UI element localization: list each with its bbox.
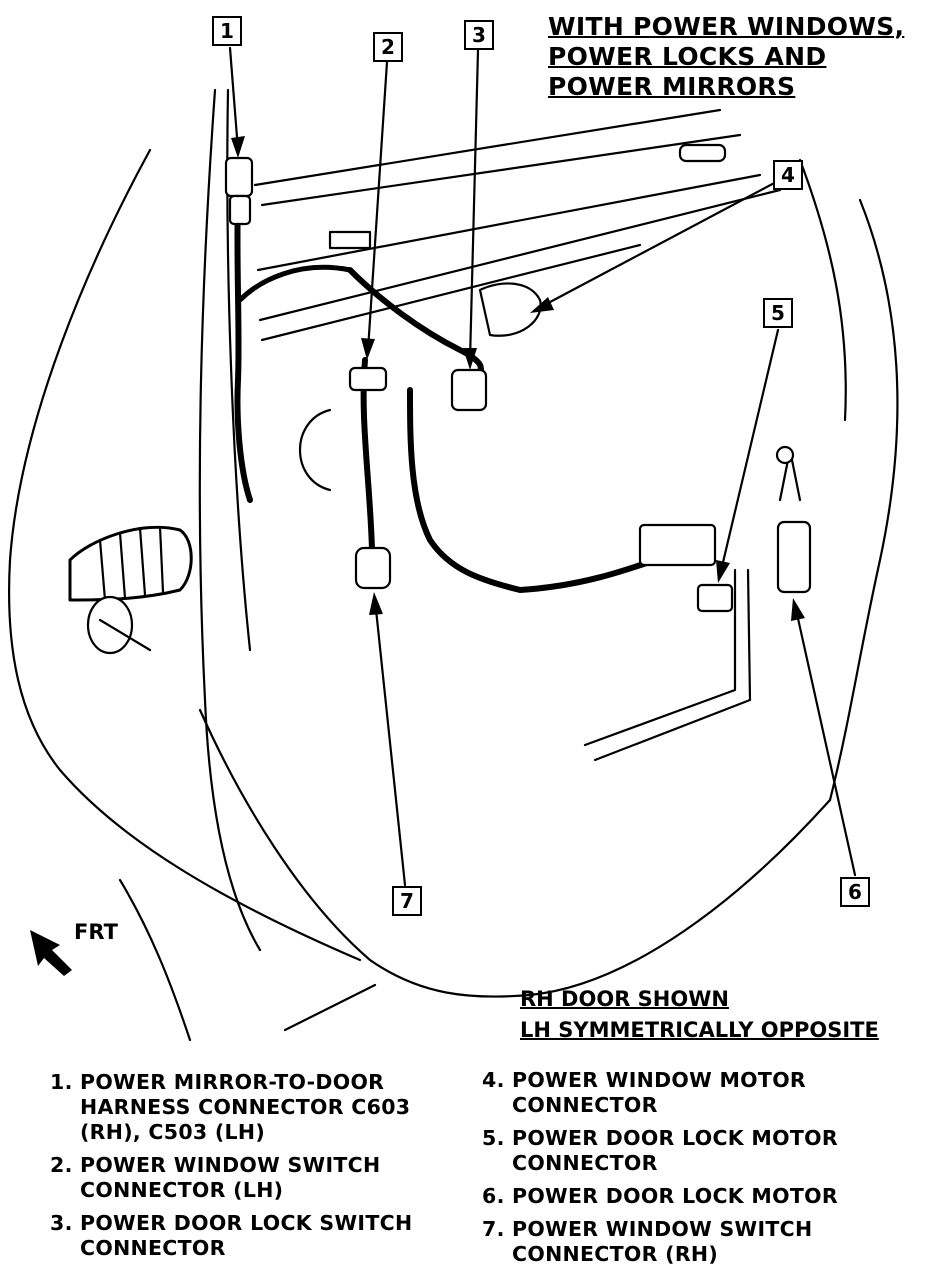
note-line-2: LH SYMMETRICALLY OPPOSITE	[520, 1018, 879, 1042]
legend-number: 4.	[482, 1068, 505, 1092]
connector-c603-body	[228, 194, 252, 226]
callout-3: 3	[464, 20, 494, 50]
legend-number: 5.	[482, 1126, 505, 1150]
title-line-3: POWER MIRRORS	[548, 72, 796, 101]
rail-clip	[678, 143, 727, 163]
legend-left: 1. POWER MIRROR-TO-DOOR HARNESS CONNECTO…	[50, 1070, 470, 1269]
door-note: RH DOOR SHOWN LH SYMMETRICALLY OPPOSITE	[520, 984, 879, 1046]
legend-number: 2.	[50, 1153, 73, 1177]
door-grommet-boot	[68, 525, 193, 602]
door-rear-inner	[798, 158, 847, 422]
mirror-harness	[234, 197, 253, 503]
arrowhead-4	[530, 297, 554, 313]
legend-right: 4. POWER WINDOW MOTOR CONNECTOR 5. POWER…	[482, 1068, 902, 1275]
legend-item: 5. POWER DOOR LOCK MOTOR CONNECTOR	[482, 1126, 902, 1176]
hinge-pin	[98, 618, 152, 652]
leader-7	[373, 598, 407, 887]
legend-text: POWER MIRROR-TO-DOOR HARNESS CONNECTOR C…	[80, 1070, 411, 1144]
lock-knob	[775, 445, 795, 465]
legend-item: 1. POWER MIRROR-TO-DOOR HARNESS CONNECTO…	[50, 1070, 470, 1145]
switch-connector-rh	[354, 546, 392, 590]
leader-1	[228, 46, 240, 152]
window-rail-5	[260, 243, 642, 342]
main-harness	[347, 267, 484, 383]
legend-item: 2. POWER WINDOW SWITCH CONNECTOR (LH)	[50, 1153, 470, 1203]
body-outline-left	[7, 148, 362, 962]
legend-text: POWER DOOR LOCK SWITCH CONNECTOR	[80, 1211, 413, 1260]
callout-5: 5	[763, 298, 793, 328]
fender-line	[118, 878, 192, 1042]
legend-text: POWER WINDOW SWITCH CONNECTOR (LH)	[80, 1153, 381, 1202]
arrowhead-6	[791, 598, 805, 621]
legend-number: 1.	[50, 1070, 73, 1094]
title-line-2: POWER LOCKS AND	[548, 42, 827, 71]
window-rail-4	[258, 188, 782, 322]
arrowhead-5	[716, 560, 730, 583]
leader-5	[718, 328, 780, 577]
door-lock-motor	[776, 520, 812, 594]
lock-rod	[583, 568, 737, 747]
door-lower-outline	[198, 708, 832, 998]
callout-1: 1	[212, 16, 242, 46]
switch-connector-lh	[348, 366, 388, 392]
window-motor-housing	[478, 282, 542, 337]
legend-item: 7. POWER WINDOW SWITCH CONNECTOR (RH)	[482, 1217, 902, 1267]
body-pillar-outline	[198, 88, 262, 952]
grommet-ribs	[98, 525, 165, 602]
callout-7: 7	[392, 886, 422, 916]
legend-number: 6.	[482, 1184, 505, 1208]
hook-rod	[298, 408, 332, 492]
legend-text: POWER WINDOW SWITCH CONNECTOR (RH)	[512, 1217, 813, 1266]
legend-text: POWER WINDOW MOTOR CONNECTOR	[512, 1068, 807, 1117]
arrowhead-7	[369, 592, 383, 615]
lock-motor-connector-plug	[638, 523, 717, 567]
window-rail-top	[253, 108, 722, 187]
leader-3	[468, 48, 480, 362]
leader-6	[793, 603, 857, 877]
legend-number: 7.	[482, 1217, 505, 1241]
lock-harness	[407, 387, 703, 593]
frt-arrow	[30, 930, 72, 976]
leader-4	[533, 178, 782, 312]
callout-2: 2	[373, 32, 403, 62]
legend-item: 4. POWER WINDOW MOTOR CONNECTOR	[482, 1068, 902, 1118]
callout-4: 4	[773, 160, 803, 190]
arrowhead-2	[361, 338, 375, 360]
sill-line	[283, 983, 377, 1032]
window-rail-3	[256, 173, 762, 272]
title-line-1: WITH POWER WINDOWS,	[548, 12, 905, 41]
regulator-bracket	[328, 230, 372, 250]
mirror-harness-branch	[237, 264, 353, 303]
leader-2	[366, 60, 389, 352]
lock-motor-connector	[696, 583, 734, 613]
arrowhead-1	[231, 136, 245, 158]
diagram-title: WITH POWER WINDOWS, POWER LOCKS AND POWE…	[548, 12, 904, 102]
connector-c603	[224, 156, 254, 198]
callout-6: 6	[840, 877, 870, 907]
legend-item: 3. POWER DOOR LOCK SWITCH CONNECTOR	[50, 1211, 470, 1261]
legend-number: 3.	[50, 1211, 73, 1235]
arrowhead-3	[463, 348, 477, 370]
note-line-1: RH DOOR SHOWN	[520, 987, 729, 1011]
front-direction-label: FRT	[74, 920, 118, 944]
door-rear-outline	[828, 198, 899, 802]
legend-text: POWER DOOR LOCK MOTOR CONNECTOR	[512, 1126, 838, 1175]
lock-switch-connector	[450, 368, 488, 412]
lock-rod-2	[593, 568, 752, 762]
legend-text: POWER DOOR LOCK MOTOR	[512, 1184, 838, 1208]
window-rail-2	[260, 133, 742, 207]
legend-item: 6. POWER DOOR LOCK MOTOR	[482, 1184, 902, 1209]
